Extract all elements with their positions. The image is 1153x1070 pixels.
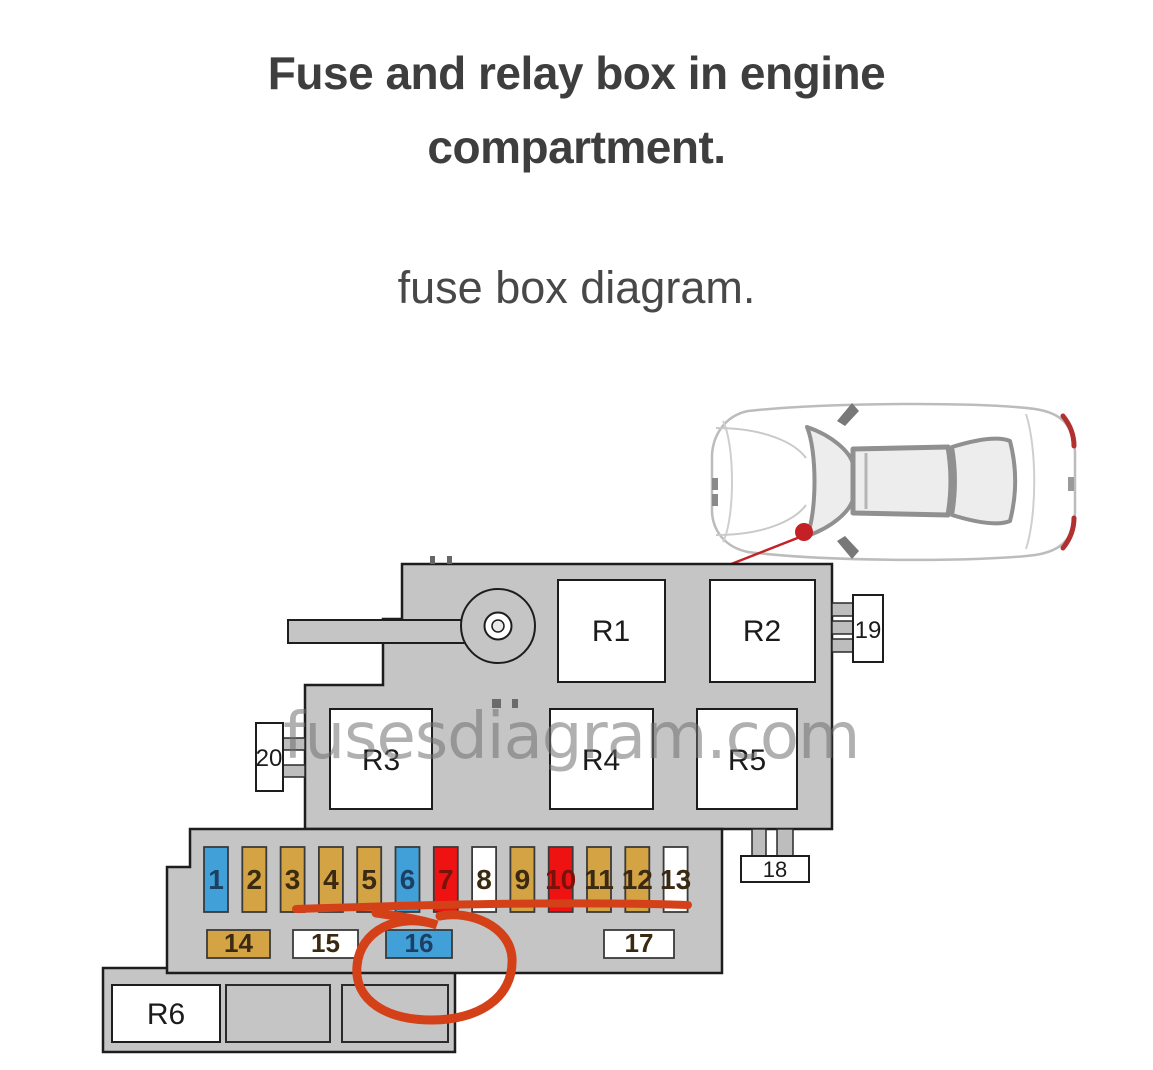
car-front-arc (722, 420, 733, 543)
svg-text:12: 12 (622, 864, 653, 895)
watermark: fusesdiagram.com (283, 700, 859, 774)
svg-text:15: 15 (311, 928, 340, 958)
fuse-15: 15 (292, 928, 359, 959)
svg-text:11: 11 (584, 864, 614, 895)
relay-R2-label: R2 (743, 615, 781, 648)
svg-text:5: 5 (361, 864, 377, 895)
car-taillight-top (1060, 413, 1077, 449)
relay-R2-box (709, 579, 816, 683)
screw-mark (492, 699, 501, 708)
car-taillight-bottom (1060, 515, 1077, 551)
fuse-4: 4 (317, 846, 344, 913)
car-rear-window (950, 436, 1018, 526)
connector-20-box (255, 722, 284, 792)
annotation-line (292, 899, 692, 913)
svg-text:14: 14 (224, 928, 253, 958)
fuse-3: 3 (279, 846, 306, 913)
screw-mark (512, 699, 518, 708)
connector-18-box (740, 855, 810, 883)
fuse-16: 16 (385, 928, 453, 959)
connector-18-label: 18 (763, 857, 787, 882)
svg-text:8: 8 (476, 864, 492, 895)
car-roof (850, 444, 954, 518)
connector-18-tab (776, 828, 794, 857)
svg-text:3: 3 (285, 864, 301, 895)
svg-text:7: 7 (438, 864, 454, 895)
fuse-14: 14 (206, 928, 271, 959)
annotation-circle (352, 908, 517, 1025)
keyhole-center (491, 619, 505, 633)
page-subtitle: fuse box diagram. (397, 262, 756, 313)
empty-relay-slot (225, 984, 331, 1043)
car-trunk-arc (1025, 413, 1036, 550)
car-top-view-illustration (710, 402, 1077, 572)
svg-text:17: 17 (625, 928, 654, 958)
car-mirror-bottom (837, 536, 859, 559)
relay-R6-box (111, 984, 221, 1043)
fuse-10: 10 (545, 846, 576, 913)
svg-text:13: 13 (660, 864, 691, 895)
fusebox-body: R6 R1 R2 R3 R4 R5 (101, 556, 884, 1054)
svg-text:2: 2 (247, 864, 263, 895)
svg-text:10: 10 (545, 864, 576, 895)
connector-19-label: 19 (855, 617, 882, 644)
fuse-17: 17 (603, 928, 675, 959)
svg-text:6: 6 (400, 864, 416, 895)
car-windshield (805, 425, 855, 538)
connector-18: 18 (740, 828, 810, 883)
mount-arm (287, 619, 473, 644)
connector-20: 20 (255, 722, 306, 792)
connector-18-tab (751, 828, 767, 857)
connector-19: 19 (831, 594, 884, 663)
svg-text:9: 9 (515, 864, 531, 895)
car-hood-line-bottom (715, 504, 807, 536)
svg-text:16: 16 (405, 928, 434, 958)
relay-R6-label: R6 (147, 998, 185, 1031)
relay-R5-box (696, 708, 798, 810)
relay-R3-label: R3 (362, 744, 400, 777)
page-title-line2: compartment. (427, 121, 726, 173)
page-title-line1: Fuse and relay box in engine (267, 47, 886, 99)
relay-R5-label: R5 (728, 744, 766, 777)
car-mirror-top (837, 403, 859, 426)
fuse-6: 6 (394, 846, 421, 913)
fuse-1: 1 (203, 846, 229, 913)
connector-19-tab (831, 638, 854, 653)
car-hood-line-top (715, 427, 807, 459)
page-title: Fuse and relay box in engine compartment… (0, 36, 1153, 184)
svg-text:1: 1 (208, 864, 224, 895)
fuse-row-2: 14 15 16 17 (206, 928, 675, 959)
car-grille-mark (712, 494, 718, 506)
relay-R3-box (329, 708, 433, 810)
location-dot (795, 523, 813, 541)
svg-text:4: 4 (323, 864, 339, 895)
connector-20-label: 20 (256, 745, 283, 772)
fuse-5: 5 (356, 846, 383, 913)
connector-19-tab (831, 602, 854, 617)
top-tick-mark (447, 556, 452, 564)
relay-R1-label: R1 (592, 615, 630, 648)
connector-19-tab (831, 620, 854, 635)
annotation (292, 899, 692, 1025)
relay-R4-box (549, 708, 654, 810)
relay-R1-box (557, 579, 666, 683)
relay-R4-label: R4 (582, 744, 620, 777)
car-grille-mark (712, 478, 718, 490)
fuse-2: 2 (241, 846, 268, 913)
connector-19-box (852, 594, 884, 663)
top-tick-mark (430, 556, 435, 564)
car-rear-badge (1068, 477, 1074, 491)
